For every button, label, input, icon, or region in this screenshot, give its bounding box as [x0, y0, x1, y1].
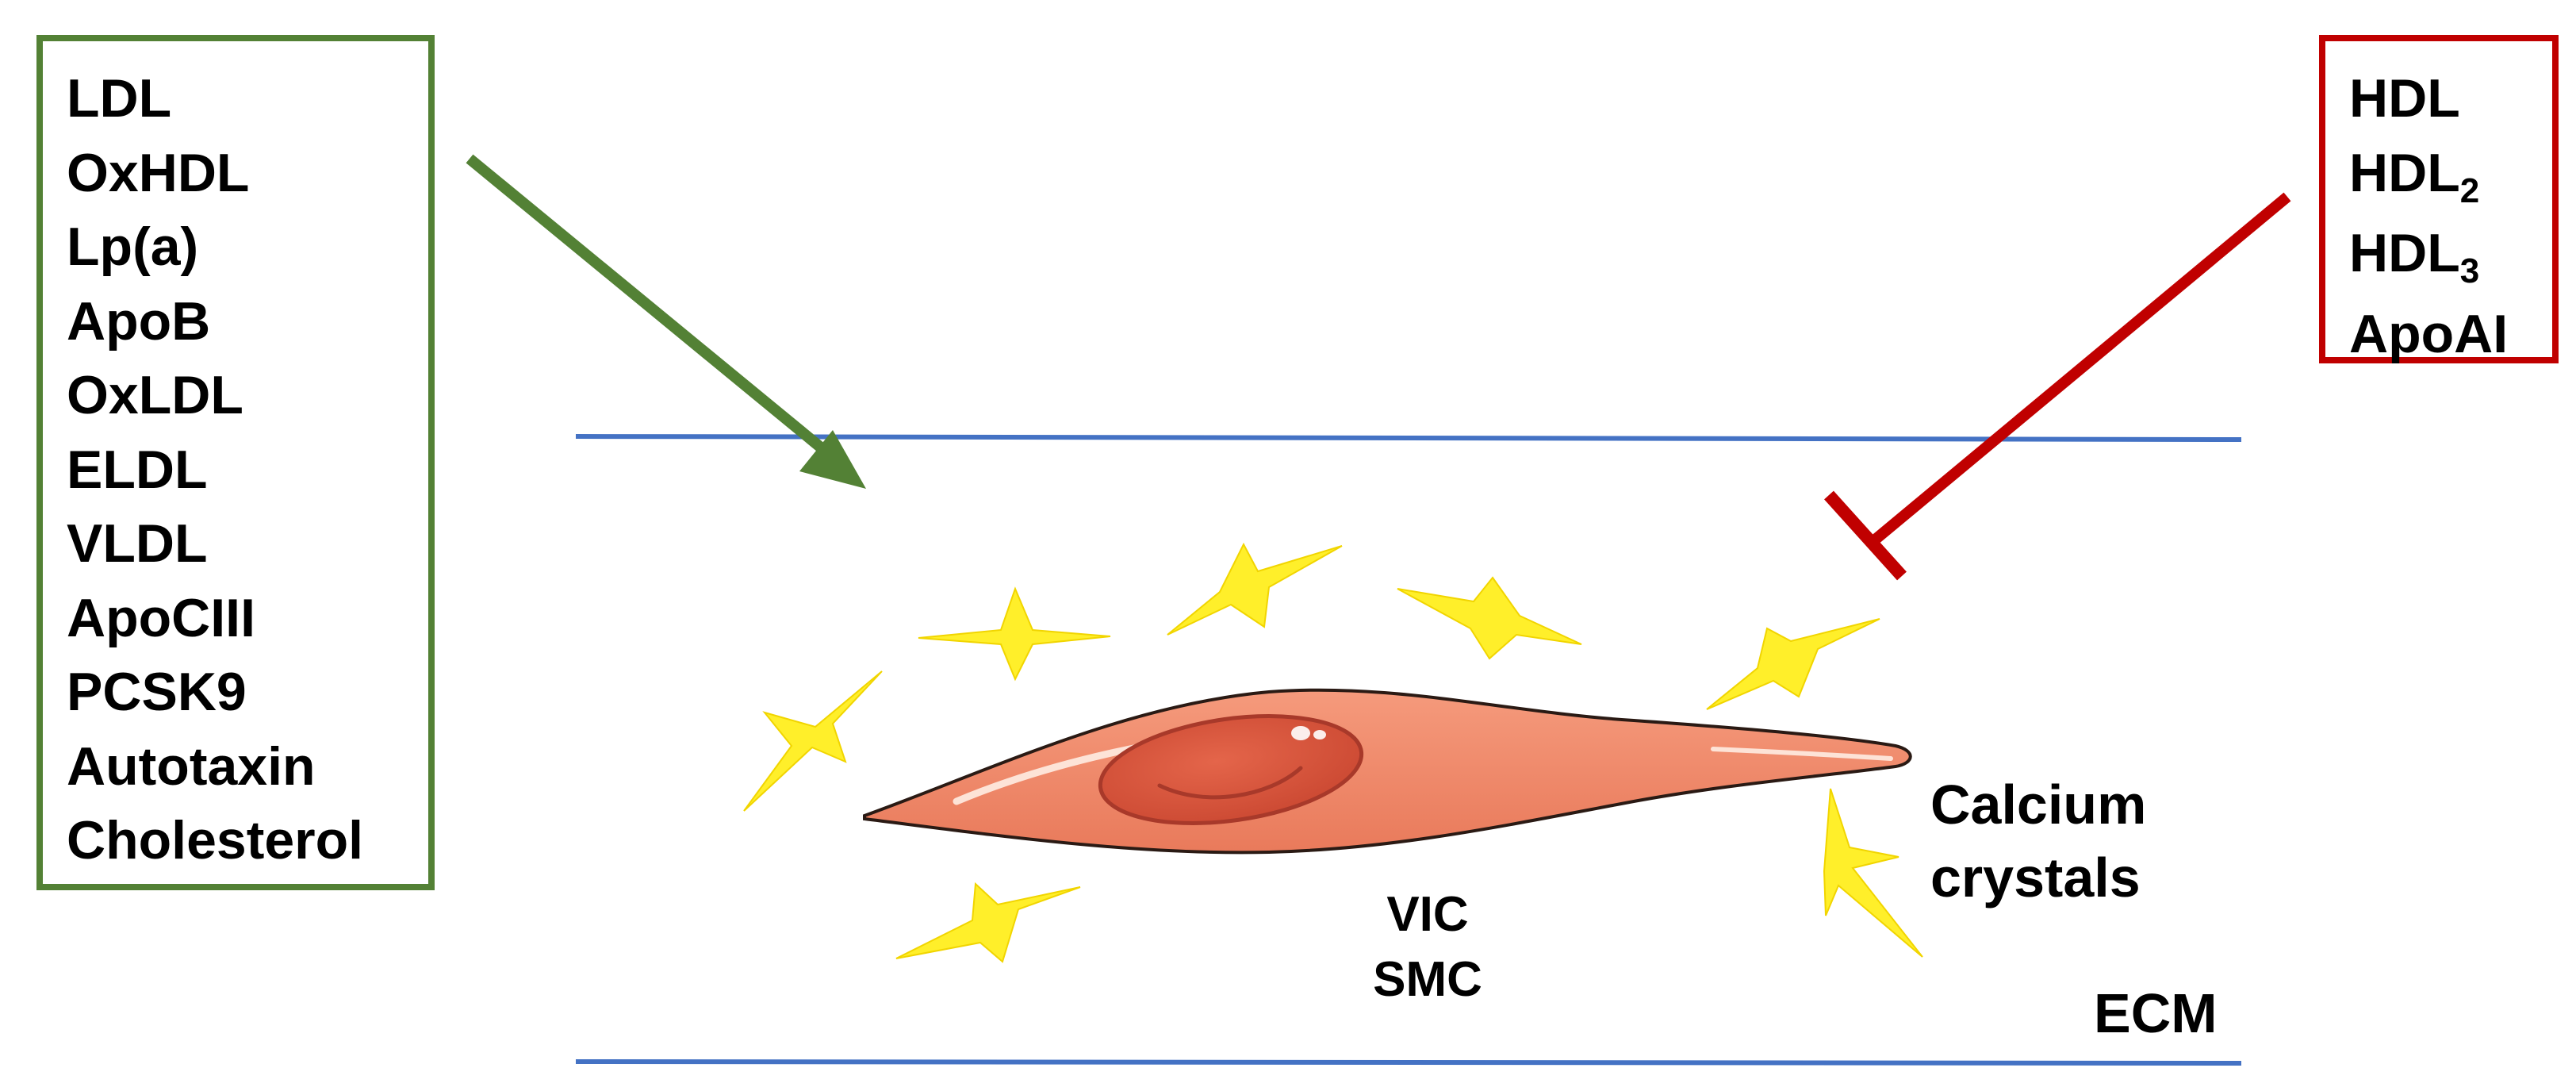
- ecm-top-line: [575, 434, 2242, 442]
- ecm-bottom-line: [575, 1059, 2242, 1066]
- promoter-item: Lp(a): [67, 217, 199, 277]
- crystal-star: [1167, 542, 1343, 636]
- inhibitor-name: HDL: [2349, 68, 2460, 129]
- crystal-star: [895, 882, 1081, 963]
- inhibitor-name: HDL: [2349, 223, 2460, 283]
- inhibitor-name: ApoAI: [2349, 303, 2509, 364]
- inhibitor-item: HDL2: [2349, 136, 2508, 217]
- ecm-label: ECM: [2094, 982, 2218, 1044]
- crystal-star: [918, 586, 1111, 682]
- inhibitor-subscript: 2: [2459, 171, 2480, 210]
- cell-label-line1: VIC: [1386, 887, 1469, 942]
- calcium-crystals: [743, 542, 1923, 963]
- inhibitor-subscript: 3: [2459, 252, 2480, 290]
- inhibitor-item: HDL3: [2349, 217, 2508, 298]
- cell-body: [863, 688, 1912, 855]
- inhibitor-item: HDL: [2349, 62, 2508, 136]
- crystals-label: Calcium crystals: [1930, 768, 2146, 914]
- crystal-star: [1823, 788, 1923, 958]
- crystal-star: [1706, 618, 1880, 710]
- promoter-item: OxHDL: [67, 142, 250, 203]
- promoter-item: ELDL: [67, 439, 208, 500]
- promoter-item: OxLDL: [67, 365, 243, 425]
- promoter-item: ApoCIII: [67, 587, 255, 648]
- promoters-list: LDL OxHDL Lp(a) ApoB OxLDL ELDL VLDL ApoCIII PCS…: [67, 62, 363, 878]
- inhibitor-name: HDL: [2349, 142, 2460, 203]
- inhibitor-item: ApoAI: [2349, 298, 2508, 372]
- crystals-label-line1: Calcium: [1930, 774, 2147, 836]
- promoters-box: LDL OxHDL Lp(a) ApoB OxLDL ELDL VLDL ApoCIII PCS…: [36, 35, 435, 890]
- promoter-item: PCSK9: [67, 662, 247, 722]
- cell-nucleus: [1098, 714, 1364, 825]
- promoter-item: VLDL: [67, 513, 208, 574]
- inhibit-arrow: [1824, 192, 2291, 581]
- promoter-item: LDL: [67, 68, 172, 129]
- crystals-label-line2: crystals: [1930, 847, 2141, 909]
- crystal-star: [1397, 576, 1582, 660]
- promoter-item: ApoB: [67, 290, 211, 352]
- promoter-item: Cholesterol: [67, 810, 364, 870]
- crystal-star: [743, 670, 883, 812]
- cell-label-line2: SMC: [1373, 952, 1482, 1007]
- promote-arrow: [466, 154, 866, 489]
- cell-label: VIC SMC: [1277, 882, 1578, 1012]
- promoter-item: Autotaxin: [67, 736, 316, 797]
